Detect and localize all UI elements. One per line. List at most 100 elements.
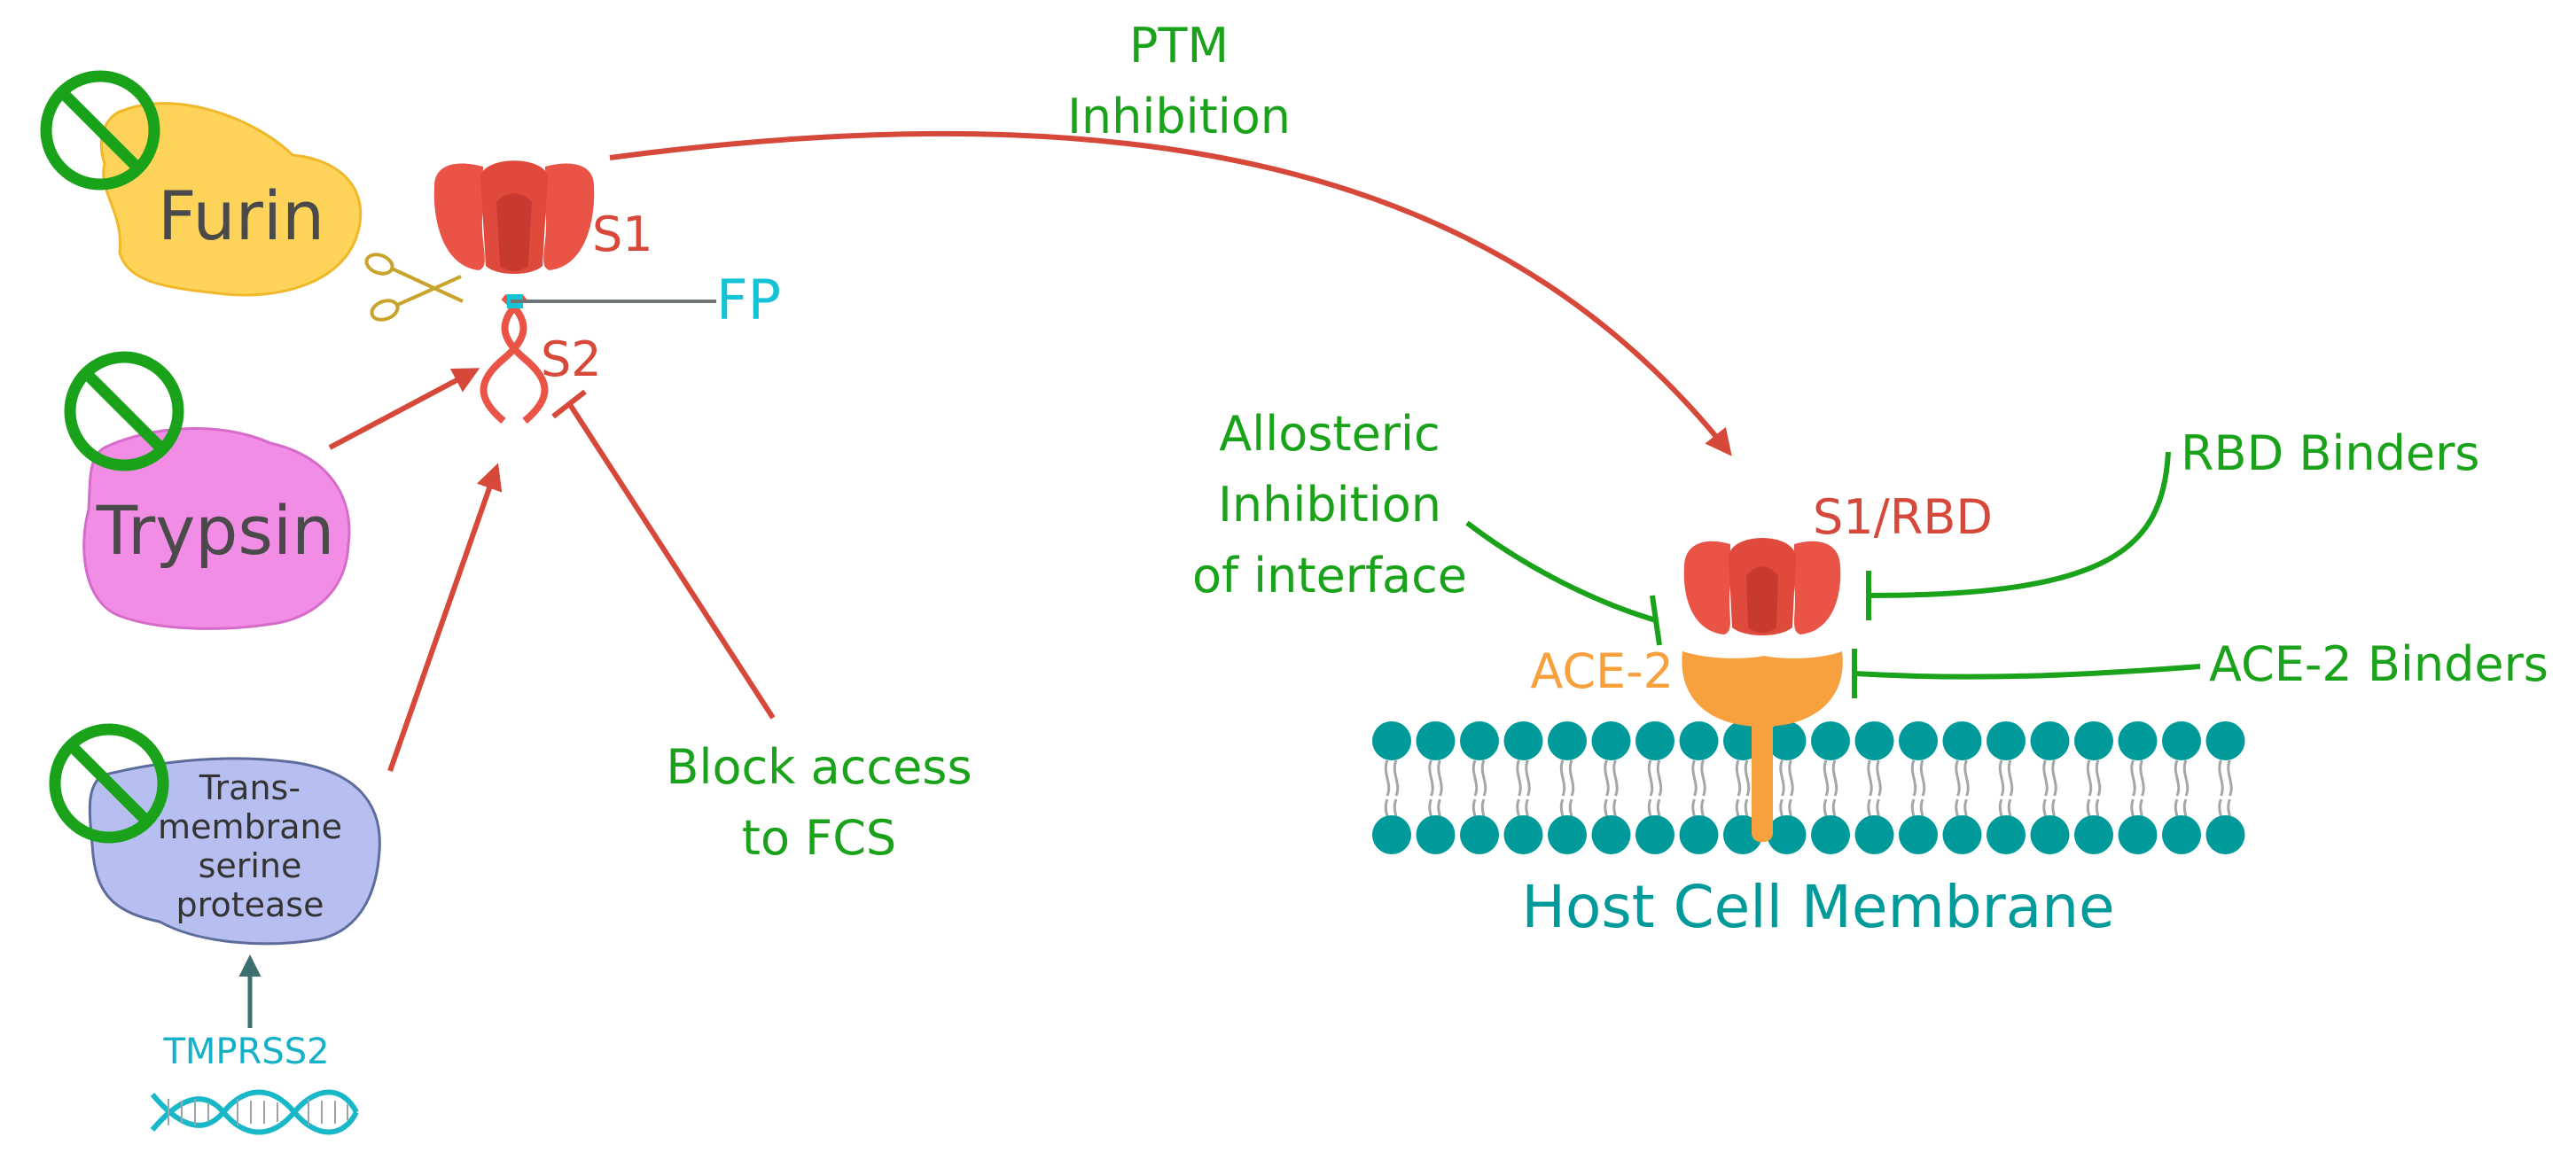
lipid-head [1987,721,2026,760]
protease-line-2: membrane [158,807,342,846]
lipid-head [1767,815,1807,854]
dna-icon [150,1089,359,1135]
ace2-stalk [1752,709,1773,842]
protease-arrow [387,463,503,772]
block-fcs-line-2: to FCS [742,810,896,866]
lipid-bilayer [1372,721,2245,854]
lipid-head [1987,815,2026,854]
lipid-head [2118,721,2158,760]
lipid-tail [2086,759,2102,832]
ace2-receptor [1682,651,1843,842]
trypsin-enzyme: Trypsin [64,351,351,630]
lipid-head [1591,721,1631,760]
ace2-head [1682,651,1843,727]
prohibited-icon [49,723,169,844]
lipid-head [1899,815,1938,854]
s1-domain [433,160,595,274]
lipid-tail [1867,759,1882,832]
block-fcs-inhibitor-line [566,401,776,720]
tmprss2-gene-label: TMPRSS2 [162,1032,329,1072]
furin-label: Furin [158,176,324,255]
lipid-tail [1735,759,1751,832]
ace2-binders-label: ACE-2 Binders [2209,636,2549,692]
lipid-tail [1823,759,1838,832]
lipid-tail [2174,759,2190,832]
membrane-label: Host Cell Membrane [1521,873,2114,941]
lipid-head [1811,815,1850,854]
spike-protein [433,160,595,424]
protease-line-3: serine [199,846,302,885]
lipid-head [2030,721,2070,760]
lipid-tail [1955,759,1970,832]
lipid-head [2162,815,2201,854]
lipid-head [2162,721,2201,760]
lipid-head [1942,815,1982,854]
trypsin-blob [82,427,351,630]
lipid-head [2074,815,2113,854]
lipid-head [1460,721,1499,760]
prohibited-icon [64,351,184,471]
lipid-head [2074,721,2113,760]
lipid-head [1416,721,1456,760]
s2-label: S2 [541,331,602,387]
allosteric-inhibitor-line [1465,520,1657,623]
lipid-head [1767,721,1807,760]
lipid-head [1679,815,1719,854]
lipid-tail [2042,759,2057,832]
lipid-tail [1559,759,1575,832]
block-fcs-inhibitor-bar [551,389,587,419]
lipid-head [1503,815,1543,854]
s1rbd-label: S1/RBD [1813,489,1993,545]
lipid-tail [1998,759,2014,832]
lipid-tail [1691,759,1706,832]
lipid-head [1899,721,1938,760]
protease-line-1: Trans- [199,768,301,807]
lipid-head [2205,815,2245,854]
furin-enzyme: Furin [40,70,363,297]
protease-line-4: protease [176,885,324,924]
lipid-head [1635,815,1674,854]
trypsin-arrow [328,368,480,450]
lipid-head [1591,815,1631,854]
lipid-head [1854,721,1894,760]
lipid-head [2118,815,2158,854]
s1-rbd-domain [1683,538,1841,635]
lipid-tail [2130,759,2145,832]
lipid-head [1416,815,1456,854]
lipid-head [1372,721,1411,760]
allosteric-line-1: Allosteric [1219,406,1440,462]
lipid-tail [1647,759,1663,832]
allosteric-line-3: of interface [1192,548,1467,603]
lipid-tail [1428,759,1443,832]
lipid-head [1635,721,1674,760]
block-fcs-line-1: Block access [666,739,972,795]
ace2-binders-inhibitor-line [1854,664,2201,680]
lipid-tail [1779,759,1794,832]
s1-label: S1 [592,206,653,262]
lipid-head [1811,721,1850,760]
lipid-head [1460,815,1499,854]
lipid-tail [1471,759,1487,832]
lipid-tail [1516,759,1531,832]
prohibited-icon [40,70,160,191]
lipid-head [1548,721,1587,760]
ace2-label: ACE-2 [1530,643,1674,699]
lipid-tail [2218,759,2233,832]
lipid-head [1503,721,1543,760]
allosteric-line-2: Inhibition [1218,477,1441,533]
lipid-head [1679,721,1719,760]
lipid-tail [1910,759,1926,832]
rbd-binders-inhibitor-line [1868,451,2171,598]
fp-label: FP [716,268,781,332]
lipid-tail [1384,759,1400,832]
lipid-head [2030,815,2070,854]
lipid-head [1854,815,1894,854]
lipid-tail [1604,759,1619,832]
trypsin-label: Trypsin [96,491,335,570]
lipid-head [1942,721,1982,760]
ptm-arrow [609,130,1732,456]
lipid-head [1548,815,1587,854]
ptm-line-1: PTM [1129,18,1229,74]
allosteric-inhibitor-bar [1650,595,1662,646]
